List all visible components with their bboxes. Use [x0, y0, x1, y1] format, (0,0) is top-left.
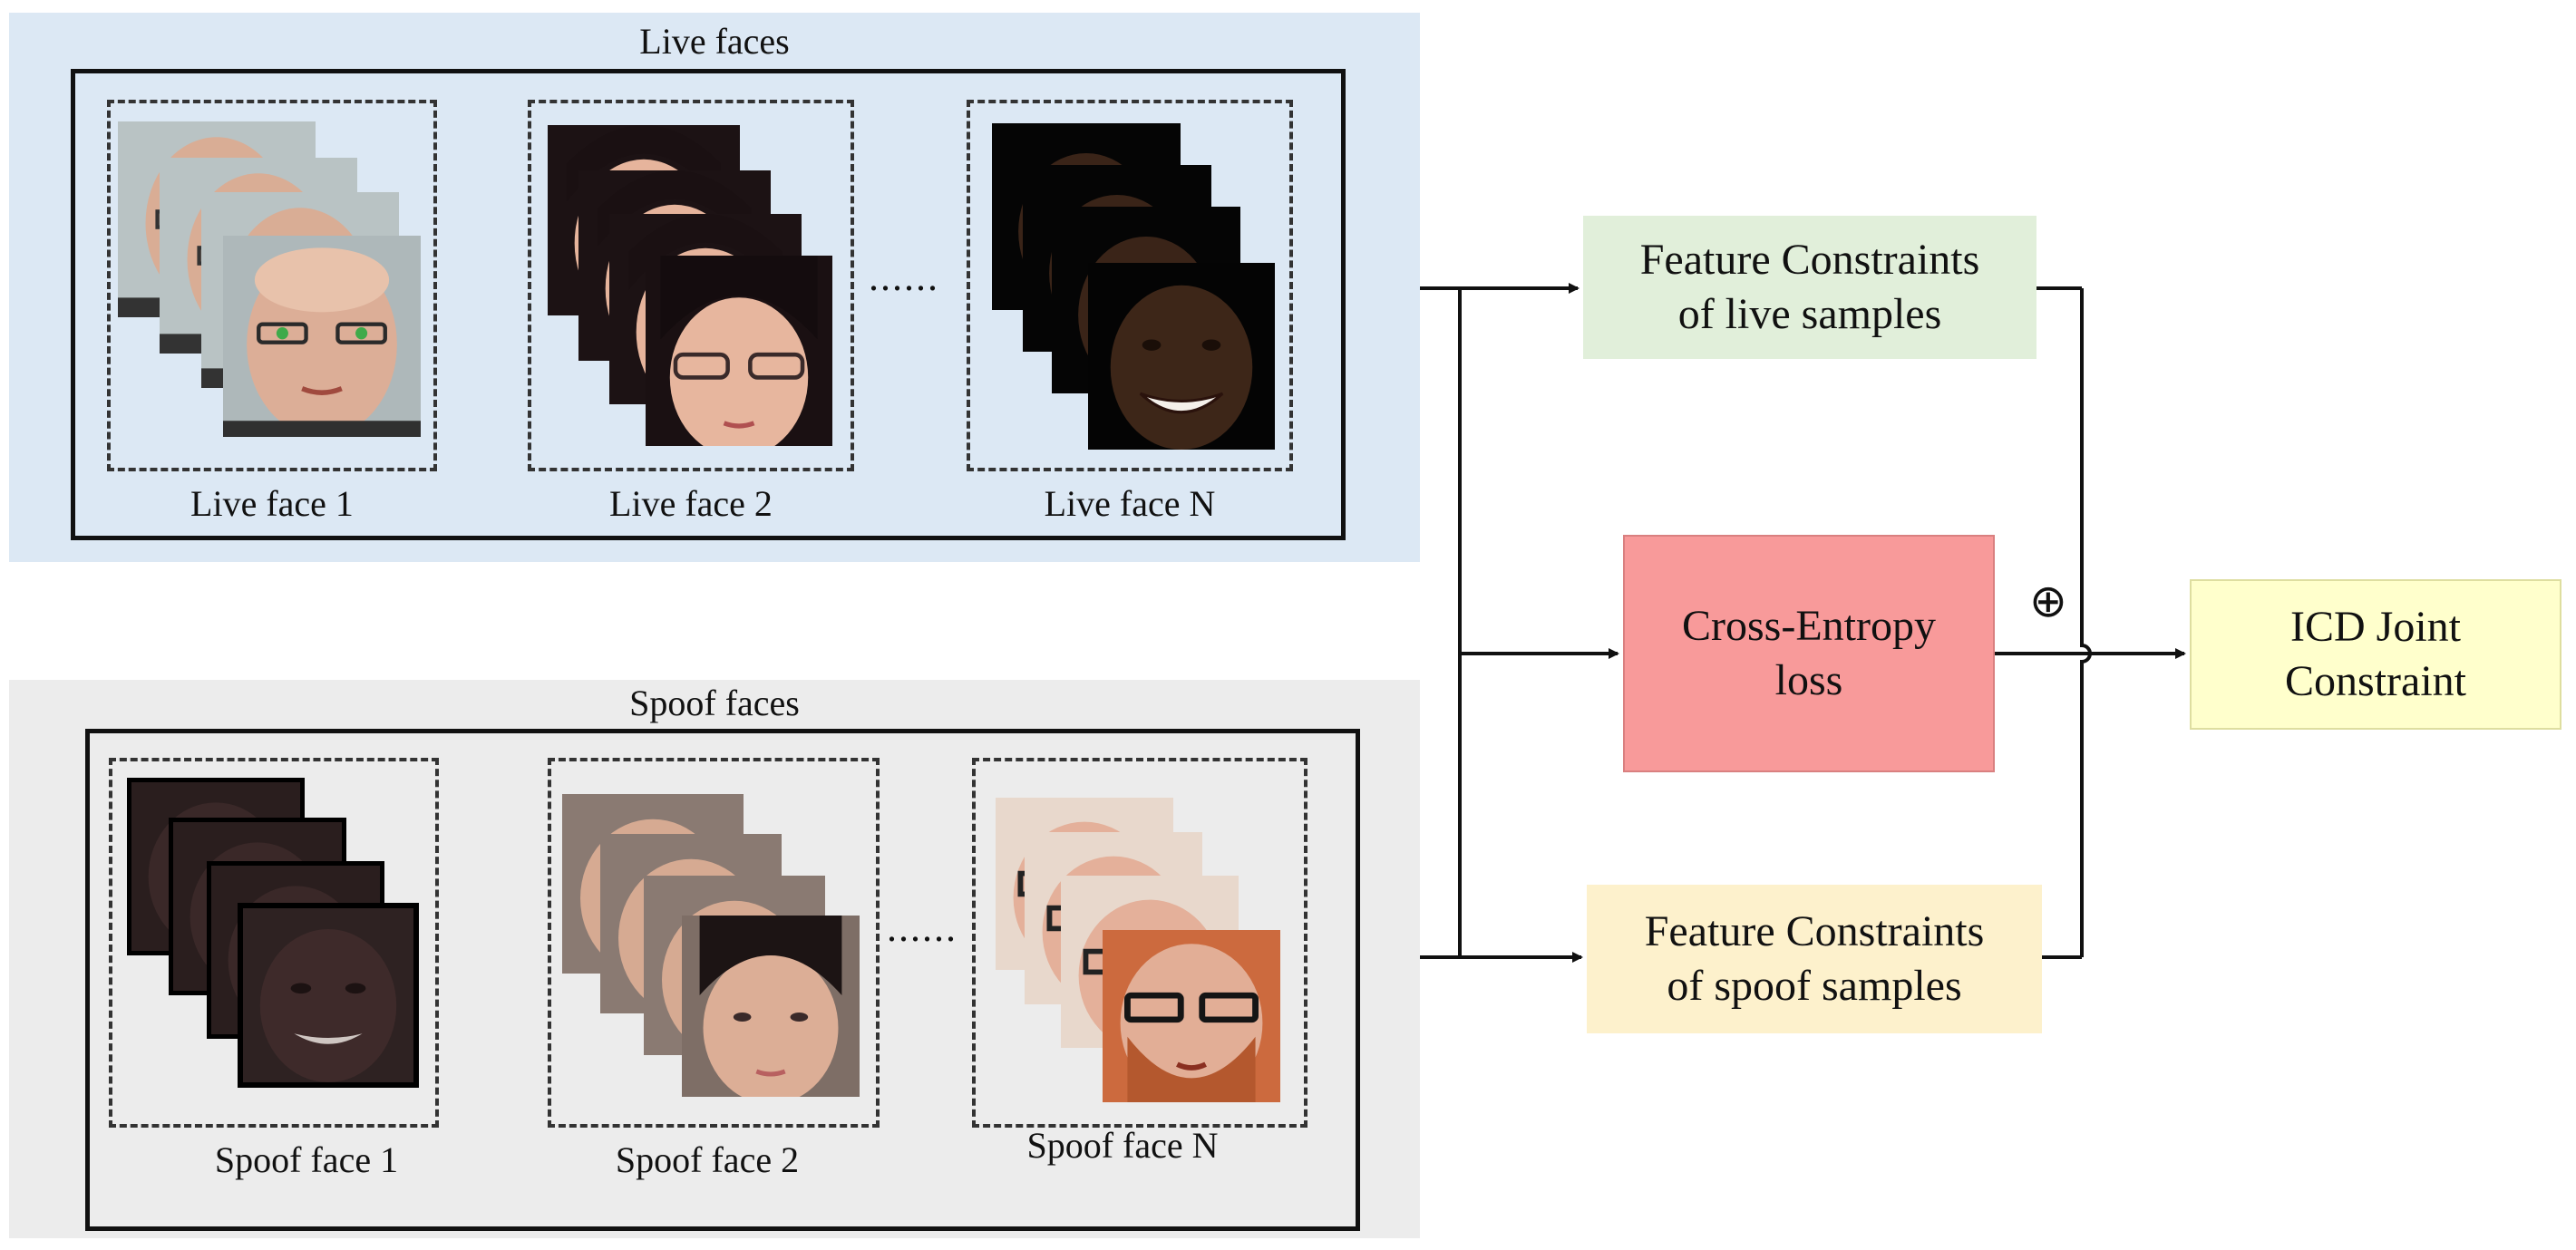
- spoof-face-1-set: [109, 758, 439, 1128]
- spoof-face-2-set: [548, 758, 880, 1128]
- spoof-faces-title: Spoof faces: [629, 683, 800, 723]
- live-face-1-set: [107, 100, 437, 471]
- icd-line2: Constraint: [2285, 657, 2466, 705]
- cross-entropy-line1: Cross-Entropy: [1682, 602, 1936, 650]
- spoof-face-2-label: Spoof face 2: [615, 1139, 800, 1180]
- live-constraint-line1: Feature Constraints: [1639, 236, 1980, 284]
- oplus-operator: ⊕: [2029, 575, 2067, 627]
- live-face-2-label: Live face 2: [609, 483, 773, 524]
- spoof-constraint-line2: of spoof samples: [1667, 962, 1962, 1010]
- spoof-face-n-label: Spoof face N: [1026, 1125, 1219, 1166]
- woman-glasses-face: [646, 256, 832, 446]
- spoof-face-n-set: [972, 758, 1307, 1128]
- spoof-constraint-line1: Feature Constraints: [1644, 907, 1985, 955]
- smiling-dark-face: [1088, 263, 1275, 450]
- bearded-man-glasses-face: [1103, 930, 1280, 1102]
- live-faces-panel: Live faces Live face 1 Live face 2 .....…: [9, 13, 1420, 562]
- dark-man-face: [238, 903, 419, 1088]
- young-woman-face: [682, 916, 860, 1097]
- live-faces-group: [71, 69, 1346, 540]
- live-face-n-set: [967, 100, 1293, 471]
- live-face-1-label: Live face 1: [190, 483, 354, 524]
- spoof-face-1-label: Spoof face 1: [214, 1139, 399, 1180]
- live-constraint-line2: of live samples: [1677, 290, 1942, 338]
- cross-entropy-loss-node: Cross-Entropy loss: [1623, 535, 1995, 772]
- spoof-faces-panel: Spoof faces Spoof face 1 Spoof face 2 ..…: [9, 680, 1420, 1238]
- live-faces-title: Live faces: [639, 21, 790, 62]
- spoof-faces-group: [85, 729, 1360, 1231]
- merge-line: [2080, 288, 2092, 957]
- live-feature-constraints-node: Feature Constraints of live samples: [1583, 216, 2036, 359]
- bald-man-face: [223, 236, 421, 437]
- live-face-n-label: Live face N: [1044, 483, 1216, 524]
- cross-entropy-line2: loss: [1774, 656, 1843, 704]
- icd-line1: ICD Joint: [2289, 603, 2461, 651]
- live-face-2-set: [528, 100, 854, 471]
- spoof-feature-constraints-node: Feature Constraints of spoof samples: [1587, 885, 2042, 1033]
- spoof-faces-ellipsis: ......: [887, 906, 957, 950]
- live-faces-ellipsis: ......: [869, 255, 939, 299]
